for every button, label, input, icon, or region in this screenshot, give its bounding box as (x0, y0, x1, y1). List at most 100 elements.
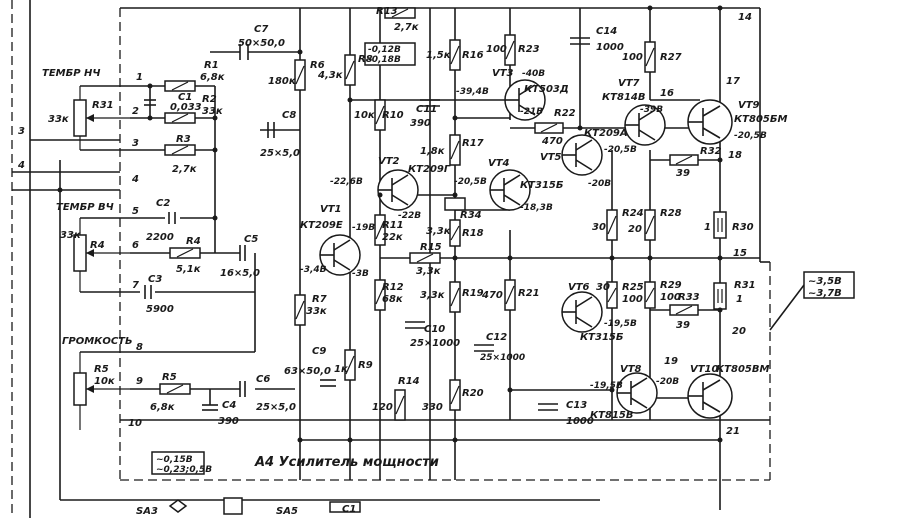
node-15: 15 (733, 248, 747, 259)
resistor-r29 (644, 281, 656, 309)
value-r32: 39 (676, 168, 690, 179)
type-vt2: КТ209Г (408, 164, 451, 175)
voltage-vt5-emitter: -20В (588, 179, 611, 189)
value-r20: 330 (422, 402, 443, 413)
label-r14: R14 (398, 376, 420, 387)
label-vt7: VT7 (618, 78, 640, 89)
node-18: 18 (728, 150, 742, 161)
transistor-vt2 (377, 169, 419, 211)
capacitor-c10 (405, 321, 425, 329)
resistor-r20 (449, 379, 461, 411)
volume-pot-r5 (73, 352, 130, 430)
label-r15: R15 (420, 242, 442, 253)
value-r27: 100 (622, 52, 643, 63)
value-r7: 33к (306, 306, 327, 317)
resistor-r30 (713, 211, 727, 239)
node-3: 3 (132, 138, 139, 149)
label-r6: R6 (310, 60, 325, 71)
voltage-vt8-base: -19,5В (590, 381, 623, 391)
switch-sa5-label: SA5 (276, 506, 298, 517)
value-r22: 470 (541, 136, 563, 147)
value-c5: 16×5,0 (220, 268, 260, 279)
voltage-vt1-collector: -19В (352, 223, 375, 233)
capacitor-c12 (474, 344, 494, 352)
volume-value: 10к (94, 376, 115, 387)
resistor-r3 (164, 144, 196, 156)
label-r9: R9 (358, 360, 373, 371)
label-r34: R34 (460, 210, 482, 221)
transistor-vt10 (687, 373, 733, 419)
switch-sa5 (329, 501, 361, 513)
value-r19: 3,3к (420, 290, 445, 301)
label-r17: R17 (462, 138, 484, 149)
value-c2: 2200 (146, 232, 174, 243)
value-r25: 30 (596, 282, 610, 293)
value-c1: 0,033 (170, 102, 202, 113)
label-c7: C7 (254, 24, 268, 35)
value-c14: 1000 (596, 42, 624, 53)
transistor-vt1 (319, 234, 361, 276)
tone-treble-ref: R4 (90, 240, 105, 251)
label-r22: R22 (554, 108, 576, 119)
value-r10: 10к (354, 110, 375, 121)
resistor-r12 (374, 279, 386, 311)
node-19: 19 (664, 356, 678, 367)
node-7: 7 (132, 280, 139, 291)
resistor-r17 (449, 134, 461, 166)
label-r4: R4 (186, 236, 201, 247)
resistor-r21 (504, 279, 516, 311)
label-r32: R32 (700, 146, 722, 157)
label-r7: R7 (312, 294, 327, 305)
voltage-vt1-emitter: -3В (352, 269, 369, 279)
label-c13: C13 (566, 400, 587, 411)
resistor-r22 (534, 122, 564, 134)
value-r23: 100 (486, 44, 507, 55)
flag-box-r13 (364, 42, 416, 66)
flag-right-line2: ~3,7В (808, 288, 842, 299)
node-21: 21 (726, 426, 740, 437)
value-r33: 39 (676, 320, 690, 331)
voltage-vt3-emitter: -40В (522, 69, 545, 79)
type-vt8: КТ815В (590, 410, 634, 421)
value-r2: 33к (202, 106, 223, 117)
label-r19: R19 (462, 288, 484, 299)
value-r26: 100 (622, 294, 643, 305)
label-vt3: VT3 (492, 68, 514, 79)
resistor-r10 (374, 99, 386, 131)
label-r20: R20 (462, 388, 484, 399)
value-r6: 180к (268, 76, 296, 87)
label-r21: R21 (518, 288, 540, 299)
treble-pot-r4 (73, 218, 130, 292)
voltage-r13-a: -0,12В (368, 45, 401, 55)
label-c14: C14 (596, 26, 617, 37)
value-r16: 1,5к (426, 50, 451, 61)
resistor-r24 (606, 209, 618, 241)
type-vt7: КТ814В (602, 92, 646, 103)
flag-left-line1: ~0,15В (156, 455, 193, 465)
resistor-r14 (394, 389, 406, 421)
transistor-vt4 (489, 169, 531, 211)
value-r3: 2,7к (172, 164, 197, 175)
label-c12: C12 (486, 332, 507, 343)
label-r13: R13 (376, 6, 398, 17)
value-r31: 1 (736, 294, 743, 305)
label-c1: C1 (178, 92, 192, 103)
voltage-vt1-base: -3,4В (300, 265, 327, 275)
value-c12: 25×1000 (480, 353, 525, 363)
label-r8: R8 (358, 54, 373, 65)
value-r24: 30 (592, 222, 606, 233)
resistor-r27 (644, 41, 656, 73)
value-r18: 3,3к (426, 226, 451, 237)
left-external-wiring (11, 0, 770, 518)
value-r5: 6,8к (150, 402, 175, 413)
resistor-r11 (374, 214, 386, 246)
type-vt1: КТ209Е (300, 220, 343, 231)
voltage-r13-b: -0,18В (368, 55, 401, 65)
transistor-vt3 (504, 79, 546, 121)
junction-dots (57, 5, 723, 443)
label-c5: C5 (244, 234, 258, 245)
type-vt6: КТ315Б (580, 332, 624, 343)
flag-box-left (151, 451, 205, 475)
type-vt10: КТ805ВМ (716, 364, 769, 375)
label-c8: C8 (282, 110, 296, 121)
